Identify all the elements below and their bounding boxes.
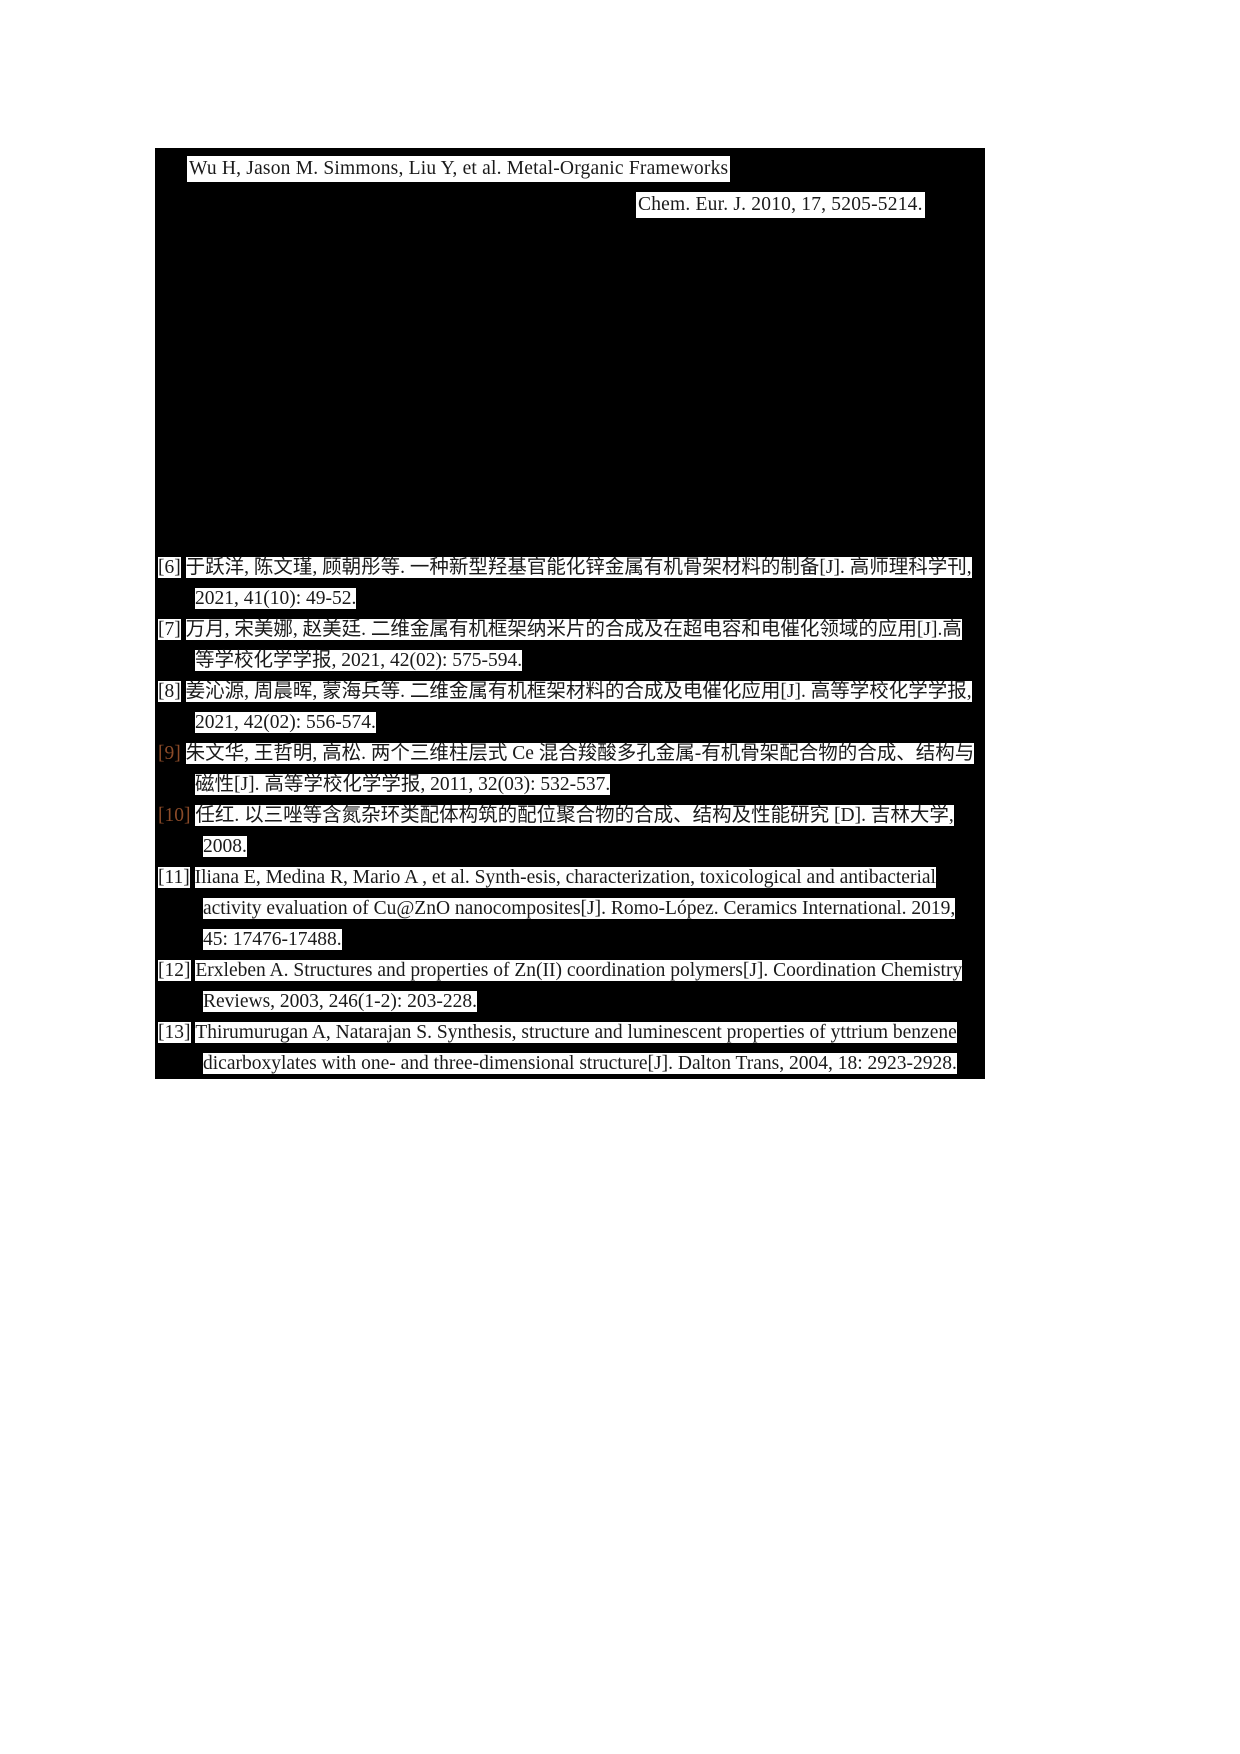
reference-entry: [13] Thirumurugan A, Natarajan S. Synthe… (155, 1017, 985, 1079)
reference-number: [8] (158, 681, 181, 702)
bibliography-list: [6] 于跃洋, 陈文瑾, 顾朝彤等. 一种新型羟基官能化锌金属有机骨架材料的制… (155, 552, 985, 1079)
reference-text: Reviews, 2003, 246(1-2): 203-228. (203, 991, 478, 1012)
reference-number: [13] (158, 1022, 191, 1043)
reference-text: 45: 17476-17488. (203, 929, 342, 950)
reference-line: [10] 任红. 以三唑等含氮杂环类配体构筑的配位聚合物的合成、结构及性能研究 … (155, 800, 985, 831)
redacted-visible-line-2: Chem. Eur. J. 2010, 17, 5205-5214. (636, 192, 925, 218)
reference-line: activity evaluation of Cu@ZnO nanocompos… (155, 893, 985, 924)
reference-text: Thirumurugan A, Natarajan S. Synthesis, … (195, 1022, 957, 1043)
reference-line: [6] 于跃洋, 陈文瑾, 顾朝彤等. 一种新型羟基官能化锌金属有机骨架材料的制… (155, 552, 985, 583)
reference-line: 2008. (155, 831, 985, 862)
reference-text: 2021, 41(10): 49-52. (195, 588, 357, 609)
reference-text: 于跃洋, 陈文瑾, 顾朝彤等. 一种新型羟基官能化锌金属有机骨架材料的制备[J]… (185, 557, 972, 578)
reference-text: 万月, 宋美娜, 赵美廷. 二维金属有机框架纳米片的合成及在超电容和电催化领域的… (185, 619, 962, 640)
reference-text: 2008. (203, 836, 247, 857)
reference-line: Reviews, 2003, 246(1-2): 203-228. (155, 986, 985, 1017)
reference-text: 等学校化学学报, 2021, 42(02): 575-594. (195, 650, 523, 671)
reference-line: [7] 万月, 宋美娜, 赵美廷. 二维金属有机框架纳米片的合成及在超电容和电催… (155, 614, 985, 645)
reference-entry: [7] 万月, 宋美娜, 赵美廷. 二维金属有机框架纳米片的合成及在超电容和电催… (155, 614, 985, 676)
reference-number: [11] (158, 867, 190, 888)
reference-line: [12] Erxleben A. Structures and properti… (155, 955, 985, 986)
reference-line: dicarboxylates with one- and three-dimen… (155, 1048, 985, 1079)
reference-line: [11] Iliana E, Medina R, Mario A , et al… (155, 862, 985, 893)
reference-number: [10] (158, 805, 191, 826)
reference-entry: [11] Iliana E, Medina R, Mario A , et al… (155, 862, 985, 955)
reference-line: [13] Thirumurugan A, Natarajan S. Synthe… (155, 1017, 985, 1048)
reference-text: 磁性[J]. 高等学校化学学报, 2011, 32(03): 532-537. (195, 774, 611, 795)
redacted-visible-line-1: Wu H, Jason M. Simmons, Liu Y, et al. Me… (187, 156, 731, 182)
reference-text: 2021, 42(02): 556-574. (195, 712, 376, 733)
reference-text: 姜沁源, 周晨晖, 蒙海兵等. 二维金属有机框架材料的合成及电催化应用[J]. … (185, 681, 972, 702)
reference-text: 朱文华, 王哲明, 高松. 两个三维柱层式 Ce 混合羧酸多孔金属-有机骨架配合… (185, 743, 975, 764)
redacted-reference-block: Wu H, Jason M. Simmons, Liu Y, et al. Me… (155, 148, 985, 552)
reference-line: [9] 朱文华, 王哲明, 高松. 两个三维柱层式 Ce 混合羧酸多孔金属-有机… (155, 738, 985, 769)
reference-line: 2021, 42(02): 556-574. (155, 707, 985, 738)
reference-text: 任红. 以三唑等含氮杂环类配体构筑的配位聚合物的合成、结构及性能研究 [D]. … (195, 805, 954, 826)
reference-entry: [6] 于跃洋, 陈文瑾, 顾朝彤等. 一种新型羟基官能化锌金属有机骨架材料的制… (155, 552, 985, 614)
reference-text: activity evaluation of Cu@ZnO nanocompos… (203, 898, 956, 919)
reference-entry: [9] 朱文华, 王哲明, 高松. 两个三维柱层式 Ce 混合羧酸多孔金属-有机… (155, 738, 985, 800)
reference-text: Erxleben A. Structures and properties of… (195, 960, 963, 981)
reference-entry: [10] 任红. 以三唑等含氮杂环类配体构筑的配位聚合物的合成、结构及性能研究 … (155, 800, 985, 862)
reference-number: [9] (158, 743, 181, 764)
reference-line: 45: 17476-17488. (155, 924, 985, 955)
reference-number: [6] (158, 557, 181, 578)
reference-entry: [12] Erxleben A. Structures and properti… (155, 955, 985, 1017)
reference-line: 等学校化学学报, 2021, 42(02): 575-594. (155, 645, 985, 676)
reference-line: 2021, 41(10): 49-52. (155, 583, 985, 614)
reference-number: [12] (158, 960, 191, 981)
reference-line: [8] 姜沁源, 周晨晖, 蒙海兵等. 二维金属有机框架材料的合成及电催化应用[… (155, 676, 985, 707)
reference-text: Iliana E, Medina R, Mario A , et al. Syn… (194, 867, 936, 888)
reference-number: [7] (158, 619, 181, 640)
reference-line: 磁性[J]. 高等学校化学学报, 2011, 32(03): 532-537. (155, 769, 985, 800)
reference-entry: [8] 姜沁源, 周晨晖, 蒙海兵等. 二维金属有机框架材料的合成及电催化应用[… (155, 676, 985, 738)
reference-text: dicarboxylates with one- and three-dimen… (203, 1053, 957, 1074)
